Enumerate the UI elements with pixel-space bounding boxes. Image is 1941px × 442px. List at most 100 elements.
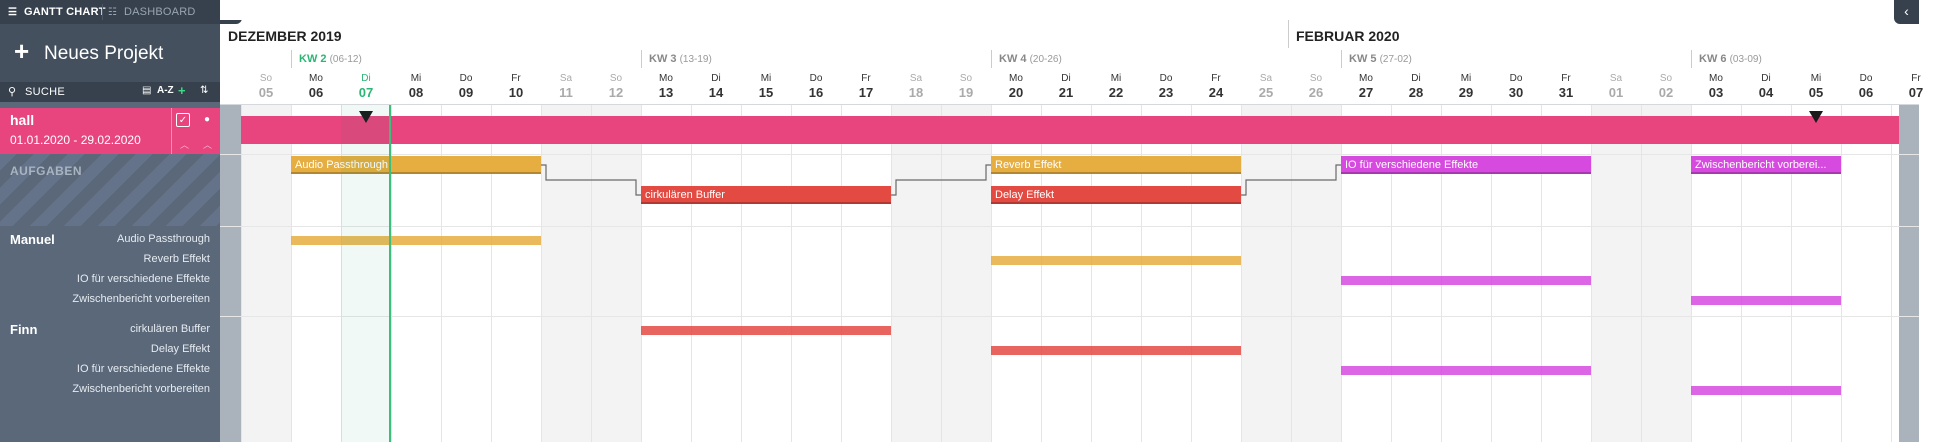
- search-bar: ⚲ SUCHE ▤ A-Z + ⇅: [0, 82, 220, 102]
- resource-bar[interactable]: [991, 256, 1241, 265]
- chevron-up-icon[interactable]: ︿: [203, 140, 213, 150]
- task-bar[interactable]: IO für verschiedene Effekte: [1341, 156, 1591, 174]
- add-icon[interactable]: +: [178, 83, 186, 98]
- sort-icon[interactable]: ⇅: [200, 85, 209, 96]
- list-icon: ☷: [108, 7, 118, 18]
- task-bar[interactable]: Audio Passthrough: [291, 156, 541, 174]
- expand-icon[interactable]: ▤: [142, 85, 152, 96]
- milestone-icon[interactable]: [1809, 111, 1823, 123]
- day-column: [1041, 105, 1091, 442]
- day-column: [1741, 105, 1791, 442]
- sort-az-button[interactable]: A-Z: [157, 85, 174, 96]
- plus-icon: +: [14, 36, 30, 66]
- task-bar[interactable]: Reverb Effekt: [991, 156, 1241, 174]
- day-name: Mi: [1460, 73, 1472, 84]
- day-column: [1291, 105, 1341, 442]
- task-bar[interactable]: Zwischenbericht vorberei...: [1691, 156, 1841, 174]
- day-number: 25: [1258, 85, 1274, 100]
- project-bar[interactable]: [241, 116, 1899, 144]
- day-column: [1591, 105, 1641, 442]
- day-column: [1391, 105, 1441, 442]
- day-number: 11: [559, 85, 573, 100]
- resource-bar[interactable]: [1691, 296, 1841, 305]
- today-marker: [389, 105, 391, 442]
- day-number: 29: [1458, 85, 1474, 100]
- new-project-button[interactable]: + Neues Projekt: [0, 24, 220, 82]
- resource-bar[interactable]: [641, 326, 891, 335]
- checkbox-icon[interactable]: ✓: [176, 113, 190, 127]
- person-task-label: IO für verschiedene Effekte: [76, 363, 210, 375]
- gantt-chart-icon: ☰: [8, 7, 18, 18]
- user-icon[interactable]: ●: [203, 114, 211, 125]
- person-task-label: Delay Effekt: [150, 343, 210, 355]
- resource-bar[interactable]: [291, 236, 541, 245]
- day-number: 31: [1558, 85, 1574, 100]
- chevron-up-icon[interactable]: ︿: [180, 140, 190, 150]
- day-name: Do: [1159, 73, 1173, 84]
- tab-dashboard-label: DASHBOARD: [124, 6, 196, 18]
- tab-dashboard[interactable]: ☷ DASHBOARD: [108, 0, 195, 24]
- day-number: 03: [1708, 85, 1724, 100]
- day-column: [491, 105, 541, 442]
- resource-bar[interactable]: [991, 346, 1241, 355]
- resource-bar[interactable]: [1341, 276, 1591, 285]
- row-separator: [220, 226, 1919, 227]
- day-column: [941, 105, 991, 442]
- day-name: Mi: [410, 73, 422, 84]
- day-name: Mi: [1810, 73, 1822, 84]
- milestone-icon[interactable]: [359, 111, 373, 123]
- resource-bar[interactable]: [1691, 386, 1841, 395]
- day-name: Mo: [659, 73, 673, 84]
- project-row[interactable]: hall 01.01.2020 - 29.02.2020 ✓ ● ︿ ︿: [0, 108, 220, 154]
- search-input[interactable]: SUCHE: [25, 86, 66, 98]
- day-column: [1241, 105, 1291, 442]
- day-column: [441, 105, 491, 442]
- month-divider: [1288, 20, 1289, 48]
- person-name: Finn: [10, 322, 38, 337]
- sidebar: ☰GANTT CHART ☷DASHBOARD ‹ + Neues Projek…: [0, 0, 242, 442]
- person-task-label: Zwischenbericht vorbereiten: [72, 383, 210, 395]
- day-name: Di: [1061, 73, 1071, 84]
- resource-bar[interactable]: [1341, 366, 1591, 375]
- collapse-right-button[interactable]: ‹: [1894, 0, 1919, 24]
- day-name: So: [259, 73, 273, 84]
- tab-gantt-chart[interactable]: ☰GANTT CHART: [8, 0, 106, 24]
- day-column: [1191, 105, 1241, 442]
- task-bar[interactable]: Delay Effekt: [991, 186, 1241, 204]
- task-bar[interactable]: cirkulären Buffer: [641, 186, 891, 204]
